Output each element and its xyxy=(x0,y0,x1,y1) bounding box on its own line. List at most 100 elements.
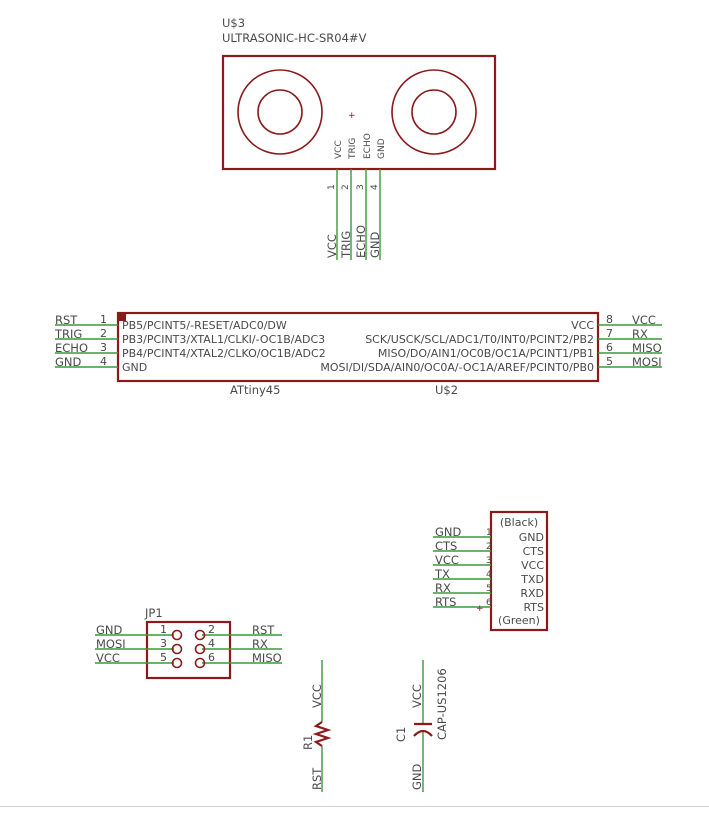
c1-net-bottom: GND xyxy=(410,763,424,790)
jp1-pad-4 xyxy=(194,643,206,655)
jp1-pin-number-3: 3 xyxy=(160,637,167,650)
jp1-pad-2 xyxy=(194,629,206,641)
mcu-net-miso: MISO xyxy=(632,341,662,355)
mcu-pin-label-3: PB4/PCINT4/XTAL2/CLKO/OC1B/ADC2 xyxy=(122,347,326,360)
ftdi-pin-label-5: RXD xyxy=(520,587,544,600)
ftdi-origin-plus: + xyxy=(476,604,484,614)
ftdi-pin-number-5: 5 xyxy=(486,584,492,594)
sensor-transducer-left xyxy=(237,69,323,155)
jp1-net-mosi: MOSI xyxy=(96,637,126,651)
attiny45-part[interactable]: RST TRIG ECHO GND 1 2 3 4 PB5/PCINT5/-RE… xyxy=(54,311,662,397)
mcu-body xyxy=(116,311,600,383)
mcu-pin-label-5: MOSI/DI/SDA/AIN0/OC0A/-OC1A/AREF/PCINT0/… xyxy=(320,361,594,374)
ftdi-label-bottom: (Green) xyxy=(498,614,540,627)
ftdi-pin-label-1: GND xyxy=(519,531,544,544)
sensor-body xyxy=(221,54,497,171)
jp1-pin-number-6: 6 xyxy=(208,651,215,664)
ftdi-pin-label-4: TXD xyxy=(520,573,544,586)
mcu-net-rst: RST xyxy=(55,313,78,327)
jp1-pad-5 xyxy=(171,657,183,669)
mcu-net-rx: RX xyxy=(632,327,648,341)
jp1-net-miso: MISO xyxy=(252,651,282,665)
mcu-pin-number-1: 1 xyxy=(100,313,107,326)
ftdi-pin-number-6: 6 xyxy=(486,598,492,608)
ftdi-pin-label-6: RTS xyxy=(523,601,544,614)
mcu-pin1-marker xyxy=(118,313,126,321)
ultrasonic-sensor-part[interactable]: U$3 ULTRASONIC-HC-SR04#V + VCC TRIG ECHO… xyxy=(221,16,497,260)
c1-value: CAP-US1206 xyxy=(435,668,449,740)
mcu-pin-label-8: VCC xyxy=(571,319,594,332)
sensor-pin-label-2: TRIG xyxy=(348,138,358,160)
jp1-pin-number-1: 1 xyxy=(160,623,167,636)
canvas-bottom-border xyxy=(0,806,709,807)
sensor-transducer-right xyxy=(391,69,477,155)
resistor-r1-part[interactable]: VCC R1 RST xyxy=(301,660,332,792)
jp1-net-gnd: GND xyxy=(96,623,123,637)
jp1-net-vcc: VCC xyxy=(96,651,120,665)
sensor-net-label-trig: TRIG xyxy=(339,231,353,259)
jp1-pin-number-5: 5 xyxy=(160,651,167,664)
mcu-pin-number-2: 2 xyxy=(100,327,107,340)
sensor-pin-label-4: GND xyxy=(377,138,387,159)
ftdi-pin-label-3: VCC xyxy=(521,559,544,572)
mcu-pin-label-2: PB3/PCINT3/XTAL1/CLKI/-OC1B/ADC3 xyxy=(122,333,325,346)
mcu-net-gnd: GND xyxy=(55,355,82,369)
sensor-pin-number-1: 1 xyxy=(327,184,337,190)
ftdi-pin-label-2: CTS xyxy=(523,545,544,558)
jp1-pin-number-4: 4 xyxy=(208,637,215,650)
jp1-pad-3 xyxy=(171,643,183,655)
mcu-pin-label-4: GND xyxy=(122,361,147,374)
mcu-net-mosi: MOSI xyxy=(632,355,662,369)
sensor-pin-label-3: ECHO xyxy=(363,133,373,159)
jp1-net-rst: RST xyxy=(252,623,275,637)
jp1-pad-1 xyxy=(171,629,183,641)
ftdi-pin-number-3: 3 xyxy=(486,556,492,566)
ftdi-pin-number-1: 1 xyxy=(486,528,492,538)
ftdi-net-3: VCC xyxy=(435,553,459,567)
jp1-name: JP1 xyxy=(144,606,163,620)
mcu-value: ATtiny45 xyxy=(230,383,280,397)
c1-net-top: VCC xyxy=(410,684,424,708)
r1-name: R1 xyxy=(301,735,315,750)
c1-plate-bottom xyxy=(413,729,433,737)
mcu-pin-number-8: 8 xyxy=(606,313,613,326)
r1-symbol xyxy=(312,721,332,747)
ftdi-header-part[interactable]: (Black) (Green) GND CTS VCC TX RX RTS 1 … xyxy=(433,510,549,632)
mcu-pin-label-7: SCK/USCK/SCL/ADC1/T0/INT0/PCINT2/PB2 xyxy=(365,333,594,346)
sensor-net-label-echo: ECHO xyxy=(354,225,368,258)
sensor-transducer-left-inner xyxy=(257,89,303,135)
mcu-net-trig: TRIG xyxy=(54,327,82,341)
mcu-pin-label-6: MISO/DO/AIN1/OC0B/OC1A/PCINT1/PB1 xyxy=(378,347,594,360)
ftdi-pin-number-4: 4 xyxy=(486,570,492,580)
mcu-net-vcc: VCC xyxy=(632,313,656,327)
sensor-pin-number-2: 2 xyxy=(341,184,351,190)
ftdi-label-top: (Black) xyxy=(500,516,538,529)
ftdi-net-1: GND xyxy=(435,525,462,539)
jp1-isp-header-part[interactable]: JP1 1 3 5 2 4 6 GND MOSI VCC RST RX MISO xyxy=(95,606,282,680)
ftdi-body xyxy=(489,510,549,632)
mcu-pin-number-4: 4 xyxy=(100,355,107,368)
mcu-pin-label-1: PB5/PCINT5/-RESET/ADC0/DW xyxy=(122,319,287,332)
mcu-name: U$2 xyxy=(435,383,458,397)
r1-net-bottom: RST xyxy=(310,767,324,790)
ftdi-pin-number-2: 2 xyxy=(486,542,492,552)
jp1-net-rx: RX xyxy=(252,637,268,651)
jp1-body xyxy=(145,620,232,680)
c1-name: C1 xyxy=(394,727,408,742)
sensor-pin-number-3: 3 xyxy=(356,184,366,190)
sensor-net-label-vcc: VCC xyxy=(325,234,339,258)
sensor-origin-plus: + xyxy=(348,111,356,121)
mcu-net-echo: ECHO xyxy=(55,341,88,355)
jp1-pad-6 xyxy=(194,657,206,669)
ftdi-net-2: CTS xyxy=(435,539,457,553)
mcu-pin-number-3: 3 xyxy=(100,341,107,354)
sensor-pin-label-1: VCC xyxy=(334,140,344,159)
mcu-pin-number-6: 6 xyxy=(606,341,613,354)
ftdi-net-5: RX xyxy=(435,581,451,595)
capacitor-c1-part[interactable]: VCC C1 CAP-US1206 GND xyxy=(394,660,449,792)
ftdi-net-6: RTS xyxy=(435,595,456,609)
sensor-net-label-gnd: GND xyxy=(368,231,382,258)
sensor-transducer-right-inner xyxy=(411,89,457,135)
sensor-value: ULTRASONIC-HC-SR04#V xyxy=(222,31,367,45)
